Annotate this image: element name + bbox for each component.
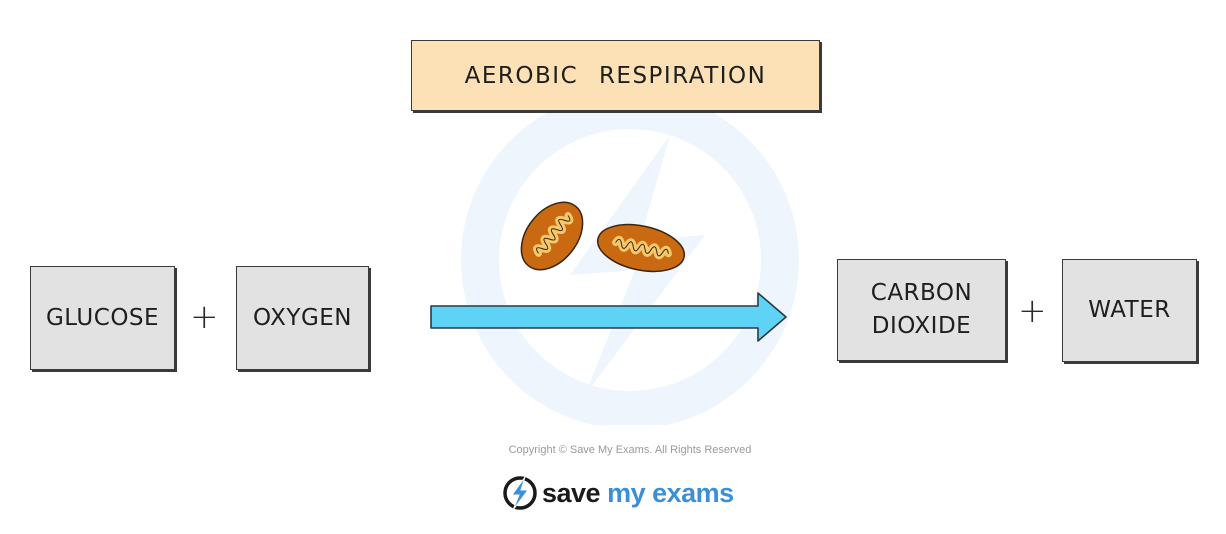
plus-sign-products: +: [1018, 291, 1047, 331]
lightning-bolt-icon: [503, 476, 537, 511]
carbon-dioxide-label: CARBON DIOXIDE: [870, 280, 973, 339]
plus-sign-reactants: +: [190, 297, 219, 337]
right-arrow-icon: [430, 292, 787, 342]
title-box: AEROBIC RESPIRATION: [411, 40, 820, 111]
brand-name-rest: my exams: [607, 477, 734, 508]
glucose-box: GLUCOSE: [30, 266, 175, 370]
oxygen-box: OXYGEN: [236, 266, 369, 370]
brand-name-save: save: [542, 477, 601, 508]
oxygen-label: OXYGEN: [253, 304, 352, 331]
mitochondria-icon: [520, 201, 686, 273]
glucose-label: GLUCOSE: [45, 304, 160, 331]
water-box: WATER: [1062, 259, 1197, 362]
copyright-notice: Copyright © Save My Exams. All Rights Re…: [508, 444, 752, 456]
carbon-dioxide-box: CARBON DIOXIDE: [837, 259, 1006, 361]
diagram-title: AEROBIC RESPIRATION: [464, 62, 767, 89]
water-label: WATER: [1088, 297, 1171, 323]
